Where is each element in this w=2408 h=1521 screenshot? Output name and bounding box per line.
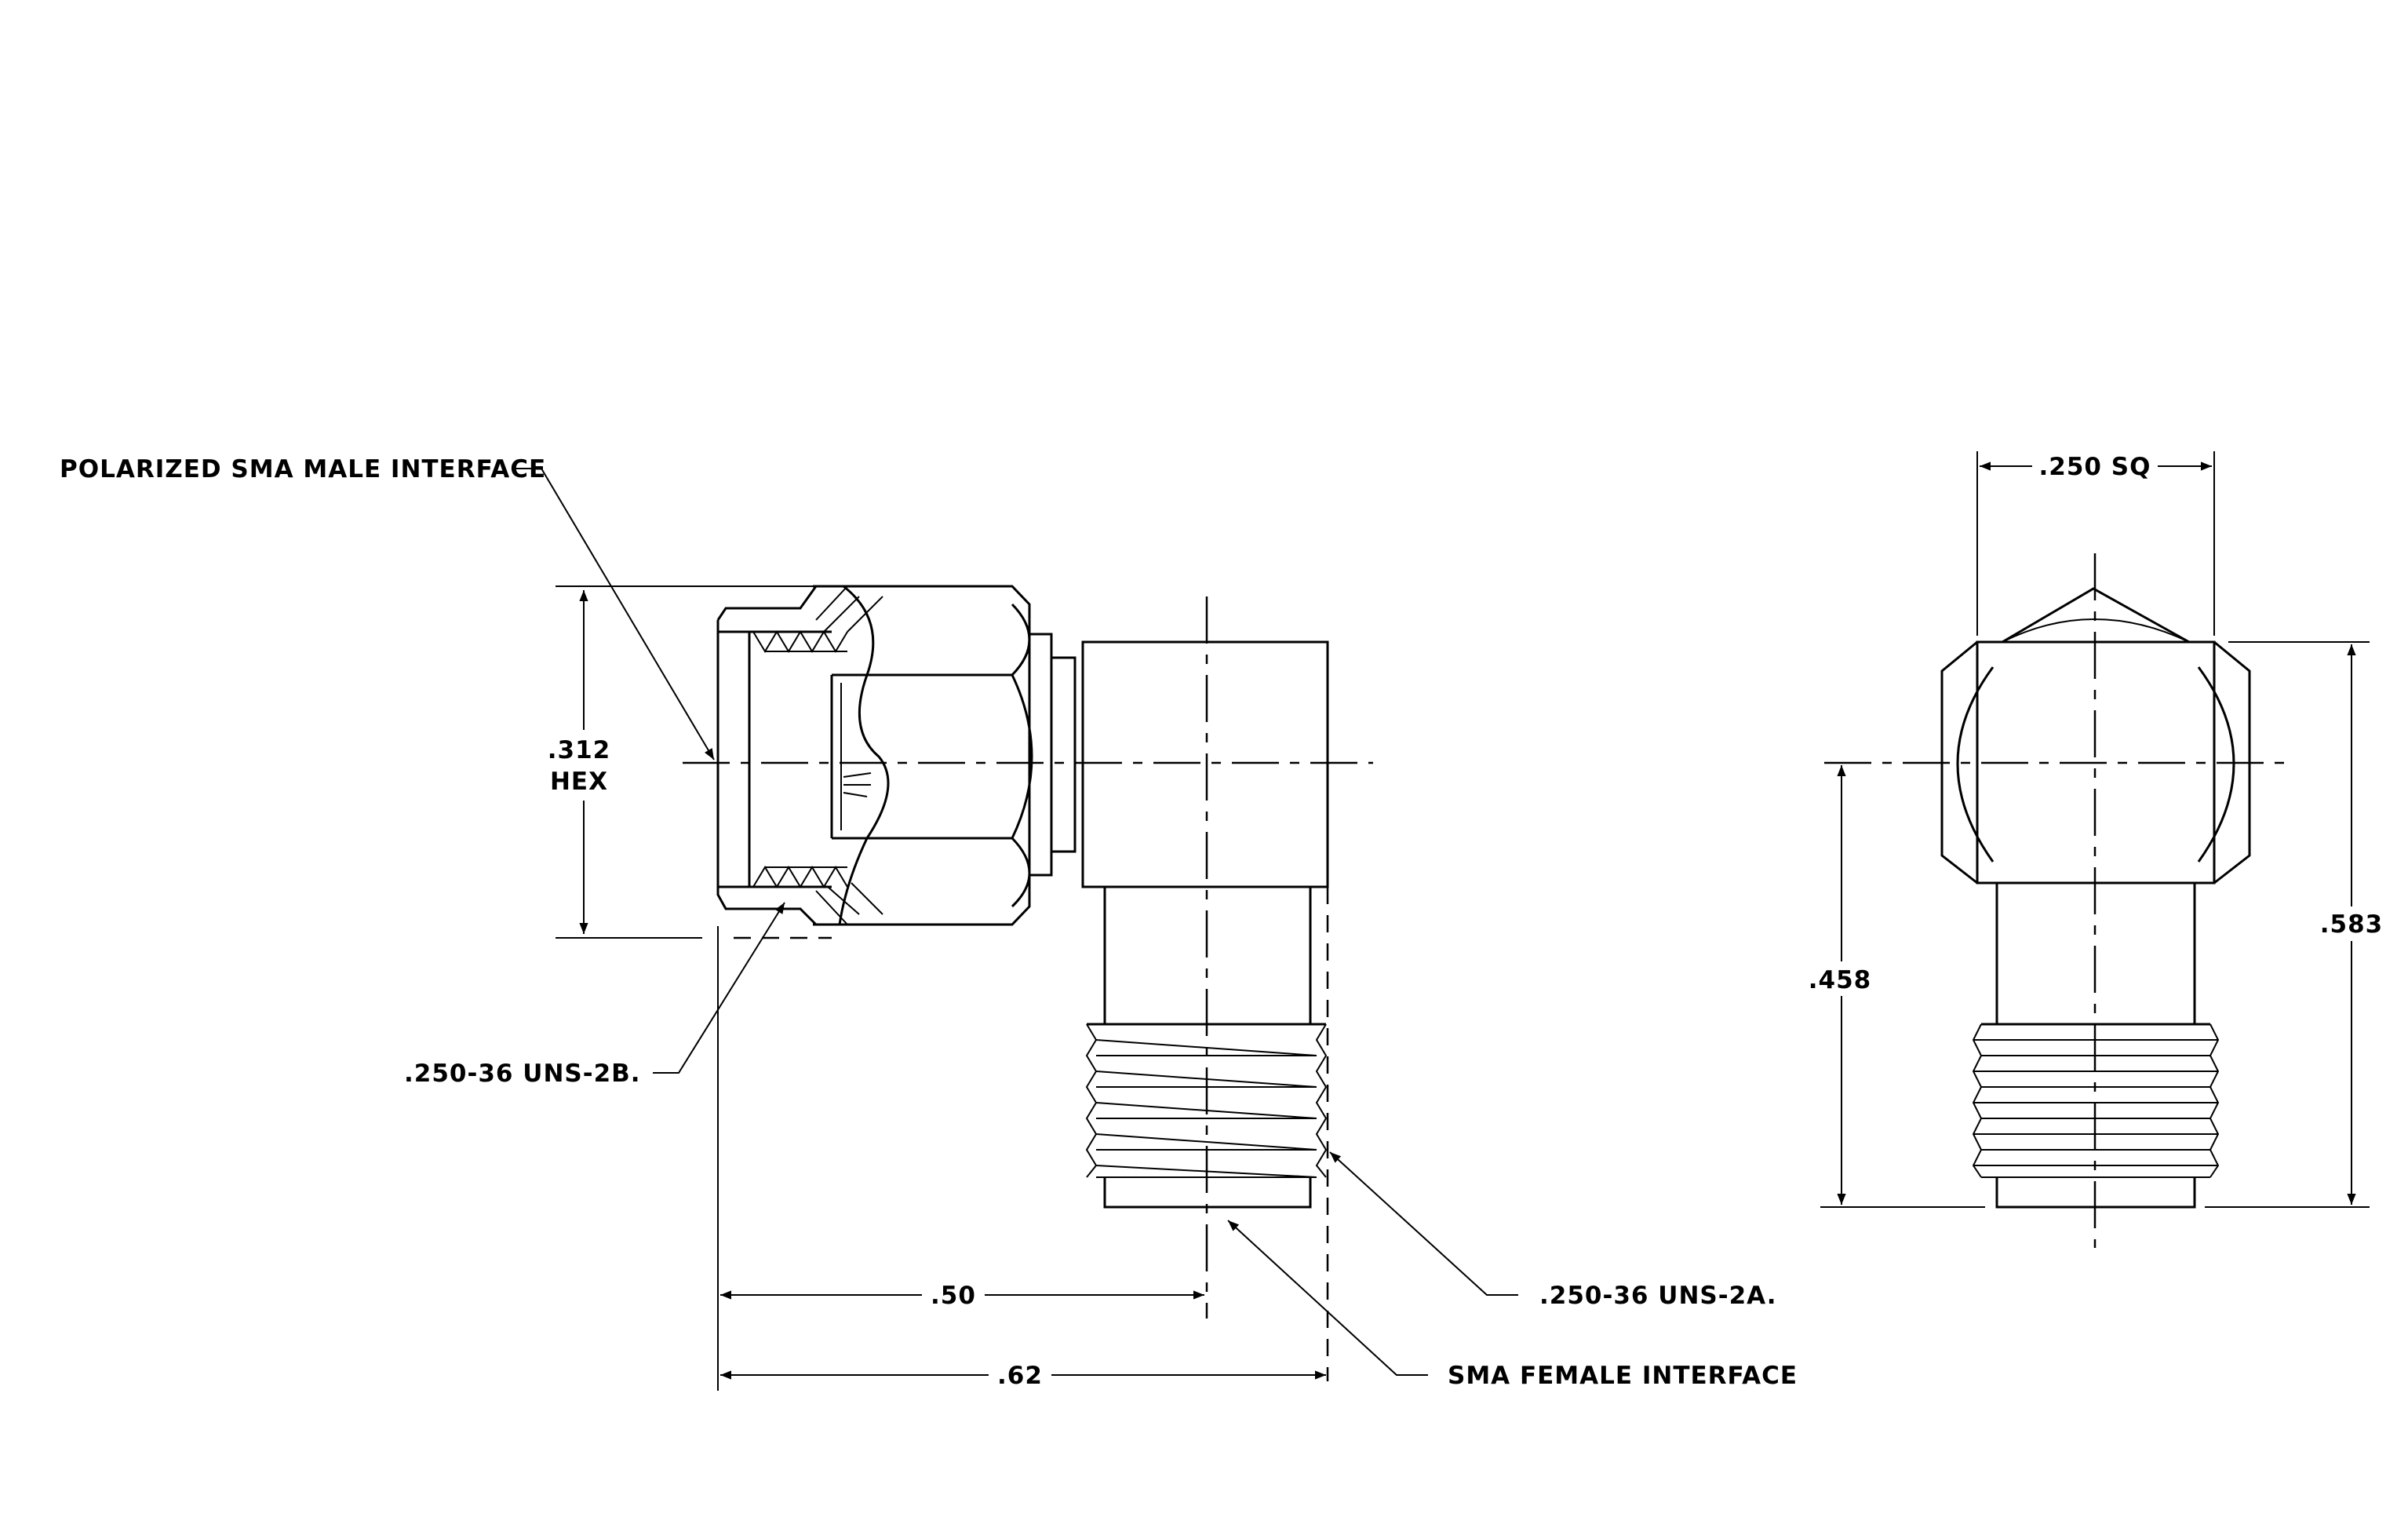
female-interface-label: SMA FEMALE INTERFACE (1448, 1362, 1798, 1390)
hex-dimension-word: HEX (550, 768, 608, 796)
internal-thread-label: .250-36 UNS-2B. (404, 1060, 641, 1088)
right-angle-body (1081, 640, 1329, 1209)
hex-coupling-nut (813, 585, 1076, 926)
male-interface-face (716, 585, 883, 926)
male-interface-label: POLARIZED SMA MALE INTERFACE (60, 455, 546, 483)
dim-050-value: .50 (931, 1282, 976, 1310)
dim-sq-value: .250 SQ (2039, 453, 2151, 481)
dim-062-value: .62 (997, 1362, 1043, 1390)
hex-dimension-value: .312 (548, 736, 611, 764)
dim-458-value: .458 (1809, 966, 1872, 994)
side-view: .250 SQ .458 .583 (1801, 447, 2389, 1248)
dim-583-value: .583 (2320, 910, 2384, 939)
external-thread-label: .250-36 UNS-2A. (1539, 1282, 1777, 1310)
front-view: .312 HEX POLARIZED SMA MALE INTERFACE .2… (60, 455, 1798, 1391)
